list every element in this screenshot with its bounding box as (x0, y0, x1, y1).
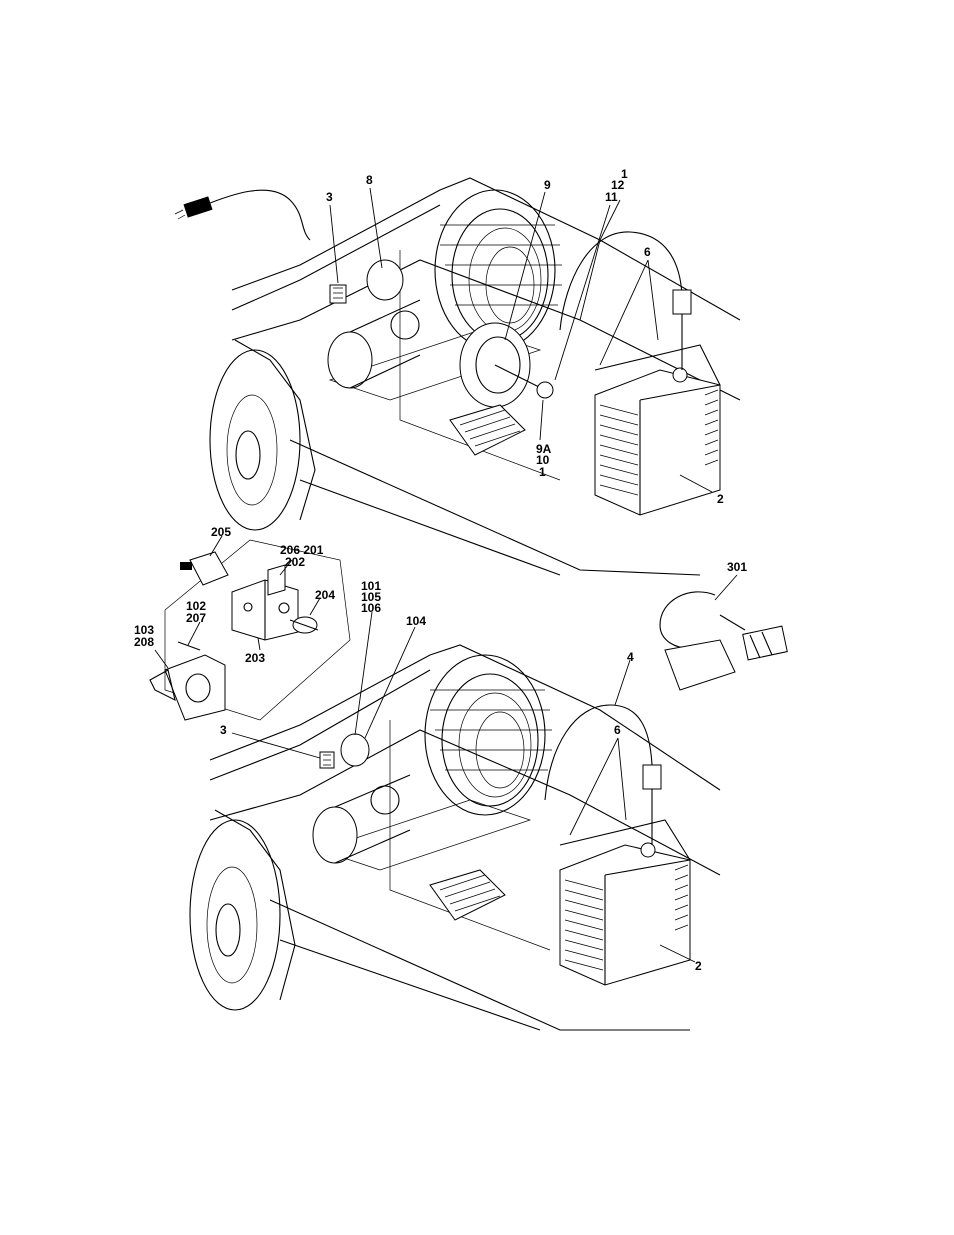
callout-102: 102 (186, 599, 206, 613)
top-pulley (459, 322, 554, 408)
callout-1-mid: 1 (539, 465, 546, 479)
bracket-203 (231, 564, 299, 641)
callout-204: 204 (315, 588, 335, 602)
callout-2-top: 2 (717, 492, 724, 506)
callout-104: 104 (406, 614, 426, 628)
callout-105: 105 (361, 590, 381, 604)
bottom-rear-tire (424, 654, 552, 816)
callout-202: 202 (285, 555, 305, 569)
callout-3-bot: 3 (220, 723, 227, 737)
callout-10: 10 (536, 453, 550, 467)
callout-11: 11 (605, 190, 618, 204)
callout-203: 203 (245, 651, 265, 665)
screw-102 (177, 641, 201, 651)
callout-101: 101 (361, 579, 381, 593)
callout-4: 4 (627, 650, 634, 664)
callout-103: 103 (134, 623, 154, 637)
callout-6-bot: 6 (614, 723, 621, 737)
charger-plug-301 (659, 591, 788, 691)
callout-labels: 1 12 11 8 9 3 6 9A 10 1 2 205 206 201 20… (134, 167, 747, 973)
callout-207: 207 (186, 611, 206, 625)
bottom-horn-mount (319, 733, 370, 769)
callout-8: 8 (366, 173, 373, 187)
connector-204 (289, 616, 319, 634)
leader-lines (154, 187, 738, 963)
callout-208: 208 (134, 635, 154, 649)
bottom-charger-box (559, 819, 691, 986)
bottom-left-wheel (189, 809, 296, 1011)
bottom-assembly-view (189, 644, 721, 1031)
callout-6-top: 6 (644, 245, 651, 259)
top-left-wheel (209, 339, 316, 531)
callout-2-bot: 2 (695, 959, 702, 973)
callout-1-top: 1 (621, 167, 628, 181)
horn-103 (149, 654, 226, 721)
top-assembly-view (174, 177, 741, 576)
top-motor (327, 299, 421, 389)
callout-106: 106 (361, 601, 381, 615)
switch-205 (180, 551, 229, 586)
bottom-heatsink (429, 869, 506, 921)
bottom-motor (312, 774, 411, 864)
callout-9a: 9A (536, 442, 552, 456)
callout-205: 205 (211, 525, 231, 539)
bottom-charger-cord (544, 704, 653, 845)
callout-12: 12 (611, 178, 625, 192)
top-cord-connector (672, 289, 692, 315)
top-plug-cable (174, 189, 311, 241)
bottom-cord-connector (642, 764, 662, 790)
top-connector-3 (329, 259, 404, 304)
callout-9: 9 (544, 178, 551, 192)
callout-206-201: 206 201 (280, 543, 324, 557)
callout-301: 301 (727, 560, 747, 574)
callout-3-top: 3 (326, 190, 333, 204)
top-charger-box (594, 344, 721, 516)
top-charger-cord (559, 231, 683, 370)
top-heatsink (449, 404, 526, 456)
exploded-hardware-group (149, 539, 351, 721)
